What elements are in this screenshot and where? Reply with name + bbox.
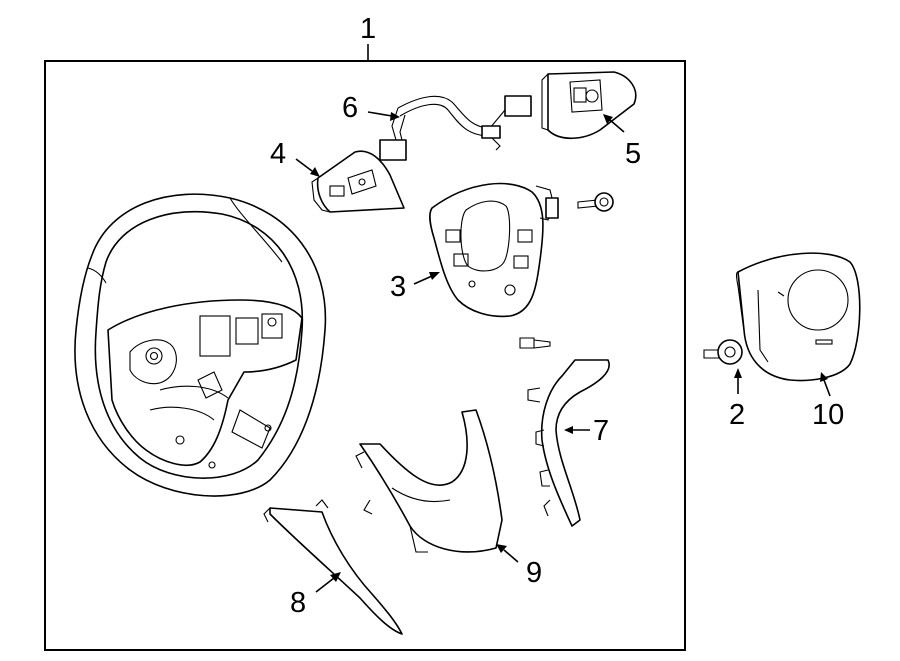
left-switch (311, 150, 405, 213)
callout-9: 9 (526, 557, 542, 589)
frame-screw (577, 192, 614, 212)
callout-8: 8 (290, 587, 306, 619)
leader-5 (609, 119, 625, 133)
callout-5: 5 (625, 138, 641, 170)
right-switch (541, 71, 637, 140)
callout-3: 3 (390, 271, 406, 303)
callout-2: 2 (729, 399, 745, 431)
callout-6: 6 (342, 92, 358, 124)
right-trim-cover (527, 359, 610, 527)
callout-4: 4 (270, 138, 286, 170)
leader-10 (823, 379, 831, 397)
leader-8 (315, 577, 335, 593)
airbag-module-frame (429, 182, 559, 318)
callout-7: 7 (593, 415, 609, 447)
airbag-module (735, 252, 861, 382)
callout-10: 10 (812, 399, 844, 431)
callout-1: 1 (360, 13, 376, 45)
left-trim-cover (263, 499, 403, 635)
leader-4 (295, 158, 313, 172)
leader-6 (367, 111, 393, 117)
lower-trim-cover (355, 409, 503, 553)
lower-screw (519, 337, 551, 349)
leader-9 (503, 549, 519, 563)
assembly-frame (44, 60, 686, 651)
steering-wheel (74, 193, 327, 497)
leader-3 (413, 275, 433, 285)
airbag-bolt (703, 339, 743, 365)
wiring-harness (379, 95, 532, 161)
